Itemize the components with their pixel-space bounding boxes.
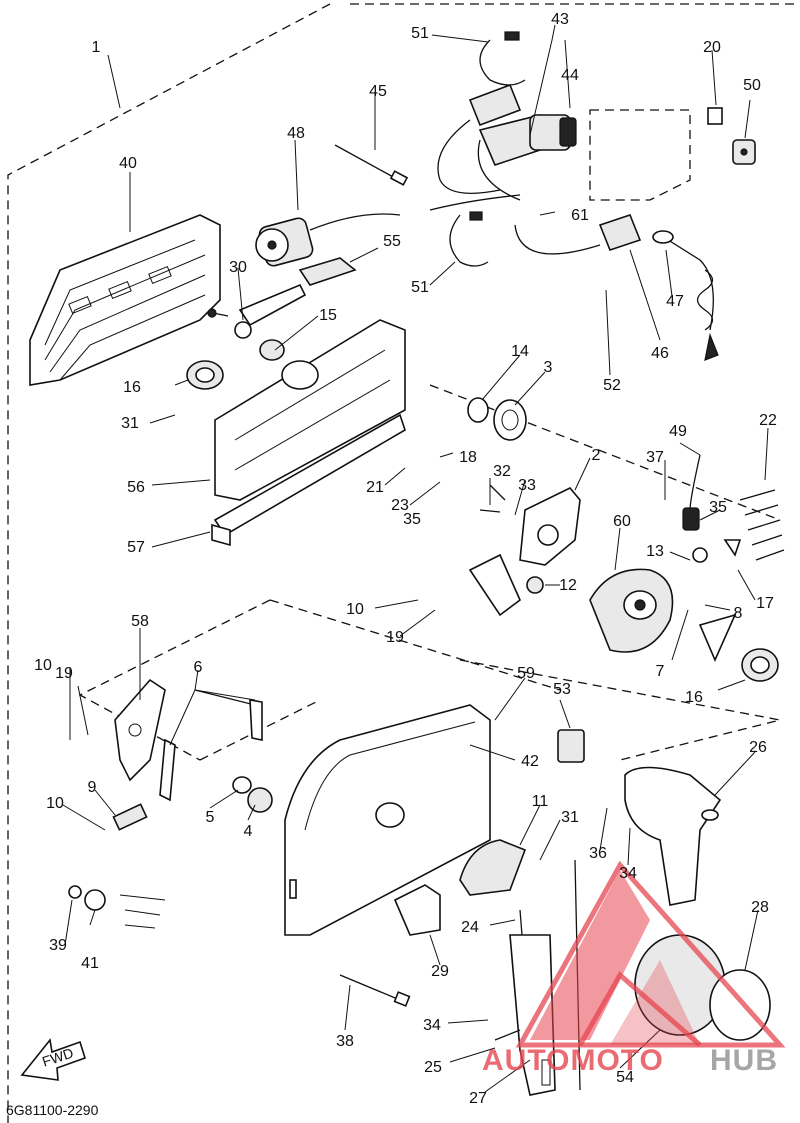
fwd-arrow-icon: FWD xyxy=(20,1038,86,1081)
callout-c20: 20 xyxy=(703,39,721,56)
leader-lines xyxy=(62,24,769,1093)
callout-c5: 5 xyxy=(206,809,215,826)
callout-c10c: 10 xyxy=(46,795,64,812)
callout-c44: 44 xyxy=(561,67,579,84)
callout-c17: 17 xyxy=(756,595,774,612)
watermark-logo: AUTOMOTO HUB xyxy=(482,860,786,1077)
part-48-connector xyxy=(255,213,401,267)
part-55-plate xyxy=(207,257,357,339)
callout-c4: 4 xyxy=(244,823,253,840)
callout-c2: 2 xyxy=(592,447,601,464)
callout-c57: 57 xyxy=(127,539,145,556)
callout-c56: 56 xyxy=(127,479,145,496)
watermark-brand-right: HUB xyxy=(710,1044,778,1077)
callout-c30: 30 xyxy=(229,259,247,276)
callout-c46: 46 xyxy=(651,345,669,362)
callout-c37: 37 xyxy=(646,449,664,466)
callout-c49: 49 xyxy=(669,423,687,440)
callout-c27: 27 xyxy=(469,1090,487,1107)
callout-c34b: 34 xyxy=(619,865,637,882)
callout-c15: 15 xyxy=(319,307,337,324)
callout-c51a: 51 xyxy=(411,25,429,42)
callout-c16b: 16 xyxy=(685,689,703,706)
callout-c19b: 19 xyxy=(386,629,404,646)
callout-c29: 29 xyxy=(431,963,449,980)
callout-c47: 47 xyxy=(666,293,684,310)
part-59-42-housing xyxy=(284,704,491,936)
switch-bracket xyxy=(589,109,691,201)
callout-c10a: 10 xyxy=(34,657,52,674)
callout-c54: 54 xyxy=(616,1069,634,1086)
callout-c48: 48 xyxy=(287,125,305,142)
part-2-bracket xyxy=(519,487,581,566)
callout-c26: 26 xyxy=(749,739,767,756)
callout-c50: 50 xyxy=(743,77,761,94)
part-45-rod xyxy=(334,144,409,186)
part-lever-arm xyxy=(468,484,544,617)
callout-c58: 58 xyxy=(131,613,149,630)
callout-c53: 53 xyxy=(553,681,571,698)
callout-c32: 32 xyxy=(493,463,511,480)
callout-c51b: 51 xyxy=(411,279,429,296)
part-40-cover-plate xyxy=(29,214,221,386)
part-43-44-switch-harness xyxy=(429,83,577,211)
part-51-clamps xyxy=(449,31,526,267)
callout-c24: 24 xyxy=(461,919,479,936)
part-16-seals xyxy=(186,339,779,682)
callout-c3: 3 xyxy=(544,359,553,376)
part-60-drum xyxy=(589,568,737,662)
watermark-brand-left: AUTOMOTO xyxy=(482,1044,664,1077)
callout-c40: 40 xyxy=(119,155,137,172)
callout-c10b: 10 xyxy=(346,601,364,618)
callout-c25: 25 xyxy=(424,1059,442,1076)
part-14-3-washers xyxy=(467,397,527,441)
callout-c19a: 19 xyxy=(55,665,73,682)
part-11-53-29-24 xyxy=(393,729,585,936)
callout-c31a: 31 xyxy=(121,415,139,432)
diagram-code: 6G81100-2290 xyxy=(6,1102,99,1118)
callout-c35b: 35 xyxy=(709,499,727,516)
callout-c55: 55 xyxy=(383,233,401,250)
callout-c1: 1 xyxy=(92,39,101,56)
callout-c28: 28 xyxy=(751,899,769,916)
callout-c16a: 16 xyxy=(123,379,141,396)
callout-c33: 33 xyxy=(518,477,536,494)
part-22-49-17-springs xyxy=(682,454,785,563)
callout-c31b: 31 xyxy=(561,809,579,826)
callout-c34a: 34 xyxy=(423,1017,441,1034)
callout-c18: 18 xyxy=(459,449,477,466)
callout-c52: 52 xyxy=(603,377,621,394)
callout-c13: 13 xyxy=(646,543,664,560)
callout-c12: 12 xyxy=(559,577,577,594)
part-58-6-levers xyxy=(112,678,273,831)
part-56-57-side-plates xyxy=(211,319,406,547)
callout-c38: 38 xyxy=(336,1033,354,1050)
part-38-39-41 xyxy=(68,885,411,1007)
callout-c42: 42 xyxy=(521,753,539,770)
callout-c22: 22 xyxy=(759,412,777,429)
callout-c7: 7 xyxy=(656,663,665,680)
callout-c21: 21 xyxy=(366,479,384,496)
callout-c41: 41 xyxy=(81,955,99,972)
callout-c14: 14 xyxy=(511,343,529,360)
callout-c11: 11 xyxy=(532,793,549,810)
callout-c35a: 35 xyxy=(403,511,421,528)
callout-c6: 6 xyxy=(194,659,203,676)
callout-c59: 59 xyxy=(517,665,535,682)
callout-c61: 61 xyxy=(571,207,589,224)
callout-c43: 43 xyxy=(551,11,569,28)
callout-c9: 9 xyxy=(88,779,97,796)
callout-c23: 23 xyxy=(391,497,409,514)
callout-c36: 36 xyxy=(589,845,607,862)
callout-c8: 8 xyxy=(734,605,743,622)
callout-c45: 45 xyxy=(369,83,387,100)
callout-c60: 60 xyxy=(613,513,631,530)
part-20-50-clips xyxy=(707,107,756,165)
part-46-47-lanyard-switch xyxy=(514,214,719,361)
callout-c39: 39 xyxy=(49,937,67,954)
